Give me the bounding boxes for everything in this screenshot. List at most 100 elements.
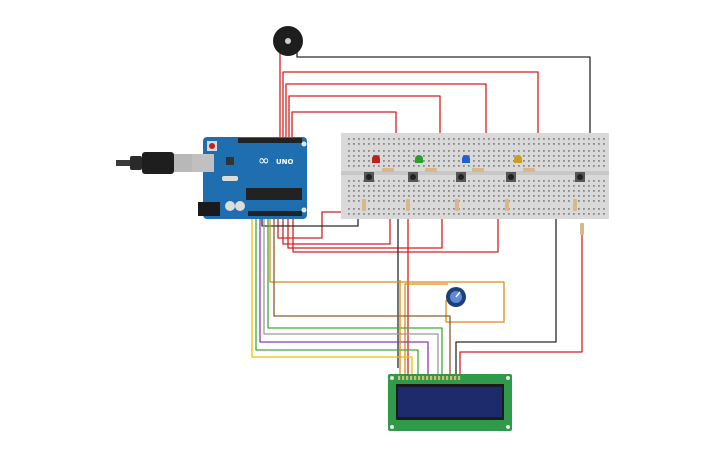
potentiometer[interactable] [446, 287, 466, 307]
breadboard-hole [573, 195, 575, 197]
breadboard-hole [408, 165, 410, 167]
resistor-10[interactable] [580, 223, 584, 235]
breadboard-hole [488, 213, 490, 215]
wire-gray-lcd[interactable] [263, 212, 439, 378]
breadboard-hole [578, 155, 580, 157]
lcd-pin [438, 376, 441, 380]
wires [251, 52, 591, 378]
breadboard-hole [433, 160, 435, 162]
breadboard-hole [448, 165, 450, 167]
resistor-5[interactable] [362, 199, 366, 211]
breadboard-hole [383, 195, 385, 197]
breadboard-hole [368, 195, 370, 197]
breadboard-hole [368, 190, 370, 192]
wire-purple-lcd[interactable] [259, 212, 429, 378]
usb-cable[interactable] [116, 152, 192, 174]
wire-orange-2[interactable] [404, 283, 448, 378]
breadboard-hole [543, 185, 545, 187]
breadboard-hole [423, 200, 425, 202]
wire-red-6[interactable] [282, 200, 391, 245]
breadboard-hole [428, 190, 430, 192]
piezo-buzzer[interactable] [273, 26, 303, 56]
breadboard-hole [588, 180, 590, 182]
breadboard-hole [443, 185, 445, 187]
wire-red-5[interactable] [277, 211, 348, 239]
breadboard-hole [498, 208, 500, 210]
breadboard-hole [403, 190, 405, 192]
breadboard-hole [483, 143, 485, 145]
breadboard-hole [403, 185, 405, 187]
breadboard-hole [353, 165, 355, 167]
breadboard-hole [393, 143, 395, 145]
breadboard-hole [453, 165, 455, 167]
led-blue[interactable] [462, 155, 470, 163]
leds [372, 155, 522, 163]
breadboard-hole [393, 138, 395, 140]
breadboard-hole [448, 143, 450, 145]
breadboard-hole [573, 190, 575, 192]
reset-button-cap[interactable] [209, 143, 215, 149]
wire-orange-1[interactable] [269, 212, 505, 323]
breadboard-hole [538, 190, 540, 192]
breadboard-hole [513, 200, 515, 202]
led-green[interactable] [415, 155, 423, 163]
breadboard-hole [523, 200, 525, 202]
resistor-8[interactable] [505, 199, 509, 211]
breadboard-hole [448, 160, 450, 162]
breadboard-hole [358, 190, 360, 192]
wire-red-2[interactable] [285, 83, 487, 168]
breadboard-hole [413, 138, 415, 140]
breadboard-hole [453, 160, 455, 162]
lcd-16x2[interactable] [388, 374, 512, 431]
wire-red-lcd-2[interactable] [459, 230, 583, 378]
breadboard-hole [423, 160, 425, 162]
breadboard-hole [578, 190, 580, 192]
breadboard-hole [423, 143, 425, 145]
breadboard-hole [543, 143, 545, 145]
breadboard-hole [358, 213, 360, 215]
breadboard-hole [493, 200, 495, 202]
breadboard-hole [428, 160, 430, 162]
breadboard-hole [498, 150, 500, 152]
breadboard-hole [588, 160, 590, 162]
wire-red-3[interactable] [288, 95, 441, 168]
breadboard-hole [398, 155, 400, 157]
wire-green-lcd-1[interactable] [255, 212, 419, 378]
breadboard-hole [388, 185, 390, 187]
breadboard-hole [478, 160, 480, 162]
breadboard-hole [538, 150, 540, 152]
breadboard-hole [423, 180, 425, 182]
breadboard-hole [393, 150, 395, 152]
led-yellow[interactable] [514, 155, 522, 163]
breadboard-hole [603, 180, 605, 182]
resistor-9[interactable] [573, 199, 577, 211]
breadboard-hole [363, 195, 365, 197]
wire-yellow-lcd[interactable] [251, 212, 413, 378]
wire-black-3[interactable] [455, 210, 557, 378]
wire-red-1[interactable] [282, 71, 539, 168]
breadboard-hole [588, 208, 590, 210]
breadboard-hole [353, 150, 355, 152]
breadboard-hole [518, 200, 520, 202]
resistor-1[interactable] [382, 168, 394, 172]
breadboard-hole [563, 195, 565, 197]
wire-green-lcd-2[interactable] [267, 212, 443, 378]
breadboard-hole [353, 155, 355, 157]
breadboard-hole [513, 143, 515, 145]
resistor-7[interactable] [455, 199, 459, 211]
resistor-3[interactable] [472, 168, 484, 172]
resistor-2[interactable] [425, 168, 437, 172]
breadboard-hole [478, 143, 480, 145]
breadboard-hole [403, 143, 405, 145]
breadboard-hole [588, 155, 590, 157]
arduino-uno-board[interactable]: ∞ UNO [192, 137, 307, 219]
atmega-chip [246, 188, 302, 200]
wire-brown-lcd[interactable] [273, 212, 451, 378]
led-red[interactable] [372, 155, 380, 163]
breadboard-hole [533, 160, 535, 162]
breadboard-hole [493, 143, 495, 145]
resistor-6[interactable] [406, 199, 410, 211]
breadboard-hole [413, 200, 415, 202]
breadboard[interactable] [341, 133, 609, 219]
resistor-4[interactable] [523, 168, 535, 172]
